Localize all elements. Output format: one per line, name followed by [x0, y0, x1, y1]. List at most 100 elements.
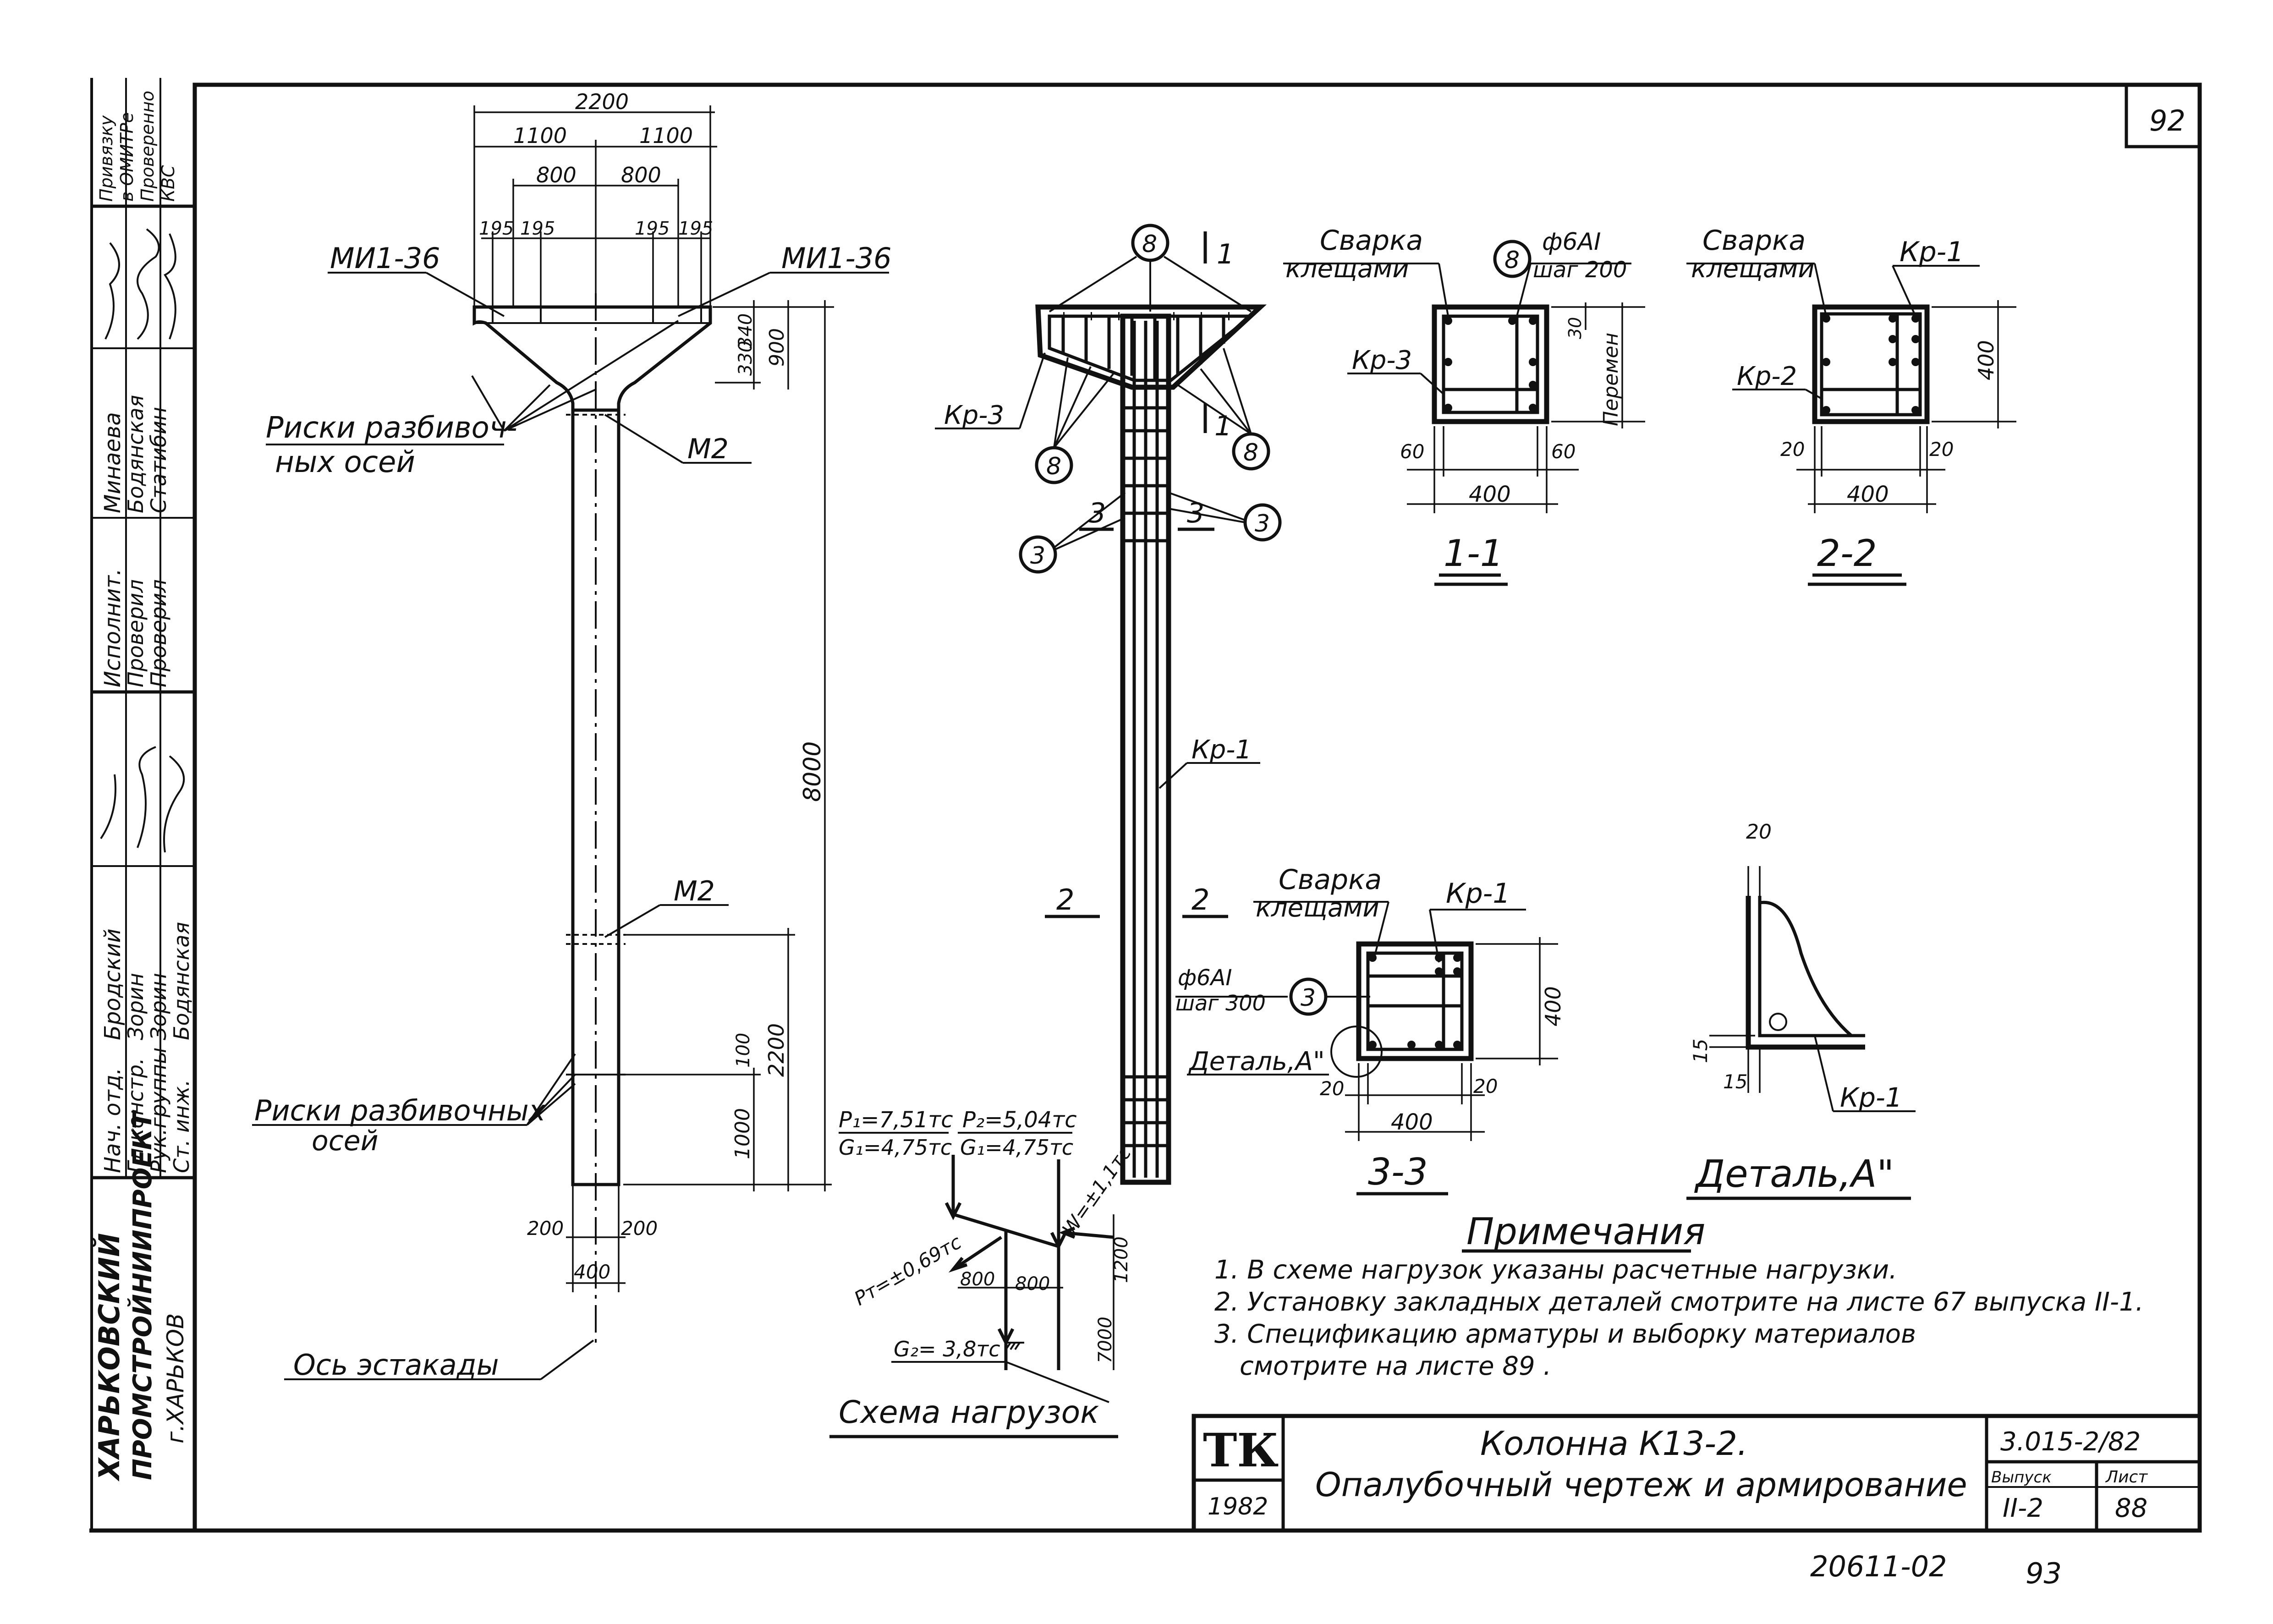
section-2-left: 2 [1056, 883, 1074, 916]
s33-step: шаг 300 [1175, 991, 1266, 1015]
bottom-page: 93 [2026, 1557, 2062, 1590]
role-1: Нач. отд. [100, 1068, 126, 1173]
section-2-2: Сварка клещами Кр-1 Кр-2 400 20 20 400 2… [1686, 225, 2016, 586]
dim-plate-a: 195 [479, 218, 514, 239]
load-pt: Рт=±0,69тс [851, 1231, 966, 1310]
dim-plate-c: 195 [635, 218, 670, 239]
role-3: Рук.группы [146, 1048, 171, 1173]
dim-head-b: 340 [735, 313, 756, 348]
dim-base-right: 200 [621, 1217, 658, 1240]
note-2: в ОМИТРе [117, 112, 137, 202]
notes: Примечания 1. В схеме нагрузок указаны р… [1214, 1210, 2144, 1381]
s22-d20a: 20 [1780, 438, 1805, 461]
s33-height: 400 [1541, 986, 1565, 1026]
detail-title: Деталь,А" [1694, 1152, 1894, 1196]
issue-label: Выпуск [1991, 1468, 2052, 1487]
dim-total-width: 2200 [575, 89, 629, 114]
load-title: Схема нагрузок [839, 1394, 1099, 1431]
note-4: смотрите на листе 89 . [1240, 1351, 1551, 1381]
name-a-2: Зорин [123, 973, 148, 1040]
dim-head-a: 330 [735, 341, 756, 376]
s33-bar: ф6АI [1178, 965, 1232, 991]
label-risks-bottom-2: осей [312, 1125, 379, 1157]
s11-weld-2: клещами [1285, 254, 1409, 284]
side-stamp: ХАРЬКОВСКИЙ ПРОМСТРОЙНИИПРОЕКТ г.ХАРЬКОВ… [92, 78, 195, 1482]
signatures-b [104, 228, 176, 340]
cage-shaft [1120, 313, 1171, 1185]
org-city: г.ХАРЬКОВ [162, 1313, 189, 1443]
dim-bottom: 2200 [764, 1023, 789, 1077]
s11-width: 400 [1469, 482, 1511, 507]
load-d7000: 7000 [1095, 1317, 1116, 1363]
label-kp3: Кр-3 [944, 401, 1004, 430]
s33-weld-2: клещами [1256, 893, 1379, 923]
section-1-1: Сварка клещами 8 ф6АI шаг 200 Кр-3 30 Пе… [1283, 225, 1645, 586]
column-head [472, 305, 712, 412]
role-b-3: Проверил [146, 579, 171, 687]
s11-d60a: 60 [1400, 440, 1424, 463]
s11-marker: 8 [1504, 247, 1520, 274]
s33-width: 400 [1391, 1109, 1433, 1135]
section-2-right: 2 [1191, 883, 1209, 916]
s11-d30: 30 [1565, 317, 1585, 339]
tk-logo: ТК [1203, 1423, 1279, 1477]
load-g1a: G₁=4,75тс [839, 1135, 952, 1160]
marker-3-left-text: 3 [1030, 542, 1045, 570]
s11-d60b: 60 [1551, 440, 1576, 463]
embed-plate-left [492, 306, 542, 324]
marker-3-left [1019, 535, 1057, 574]
note-1: Привязку [96, 115, 116, 202]
note-1: 1. В схеме нагрузок указаны расчетные на… [1214, 1255, 1897, 1285]
org-name-2: ПРОМСТРОЙНИИПРОЕКТ [127, 1110, 158, 1480]
s22-width: 400 [1847, 482, 1889, 507]
s22-weld-1: Сварка [1702, 225, 1806, 257]
dim-half-right: 1100 [639, 123, 693, 148]
column-elevation: 2200 1100 1100 800 800 195 195 195 195 3… [252, 89, 892, 1382]
marker-8-right-text: 8 [1243, 439, 1258, 466]
s33-detail-circle [1330, 1026, 1383, 1078]
role-b-1: Исполнит. [100, 568, 126, 687]
s22-kp2: Кр-2 [1737, 362, 1797, 391]
dim-height: 8000 [799, 741, 826, 802]
dim-inner-left: 800 [536, 163, 576, 187]
dim-plate-d: 195 [678, 218, 713, 239]
s22-d20b: 20 [1929, 438, 1954, 461]
cage-head [1035, 304, 1267, 390]
marker-8-top-text: 8 [1142, 230, 1157, 258]
load-p1: Р₁=7,51тс [839, 1107, 953, 1133]
name-b-3: Статибин [146, 407, 171, 513]
s11-weld-1: Сварка [1320, 225, 1423, 257]
section-1-top: 1 [1217, 238, 1234, 270]
dim-inner-right: 800 [621, 163, 661, 187]
load-d1200: 1200 [1111, 1236, 1132, 1283]
dim-plate-b: 195 [520, 218, 555, 239]
role-4: Ст. инж. [169, 1080, 194, 1173]
load-scheme: Р₁=7,51тс G₁=4,75тс Р₂=5,04тс G₁=4,75тс … [829, 1107, 1136, 1438]
signatures-a [100, 746, 185, 853]
detail-a: 20 15 15 Кр-1 Деталь,А" [1686, 820, 1916, 1200]
name-b-1: Минаева [100, 412, 126, 513]
s33-d20a: 20 [1320, 1077, 1344, 1100]
label-embed-left: МИ1-36 [330, 241, 440, 275]
load-d800b: 800 [1015, 1273, 1050, 1295]
s33-marker: 3 [1301, 984, 1316, 1012]
label-axis: Ось эстакады [293, 1348, 499, 1382]
detail-kp1: Кр-1 [1840, 1082, 1902, 1113]
note-3: Проверенно [137, 91, 158, 202]
reinforcement-elevation: 8 1 1 8 8 3 3 3 3 Кр-3 Кр-1 2 2 [935, 224, 1282, 1185]
load-p2: Р₂=5,04тс [962, 1107, 1077, 1133]
issue-value: II-2 [2003, 1493, 2043, 1523]
marker-3-right-text: 3 [1255, 510, 1270, 538]
label-m2-bottom: М2 [674, 875, 715, 907]
dim-1000: 1000 [731, 1108, 754, 1159]
detail-d15b: 15 [1723, 1070, 1747, 1093]
name-a-1: Бродский [100, 928, 126, 1040]
s22-title: 2-2 [1817, 532, 1877, 575]
dim-half-left: 1100 [513, 123, 567, 148]
detail-d15a: 15 [1689, 1039, 1712, 1063]
section-3-left: 3 [1088, 497, 1106, 529]
embed-plate-right [652, 306, 702, 324]
load-d800a: 800 [960, 1269, 995, 1290]
label-m2-top: М2 [687, 433, 729, 465]
